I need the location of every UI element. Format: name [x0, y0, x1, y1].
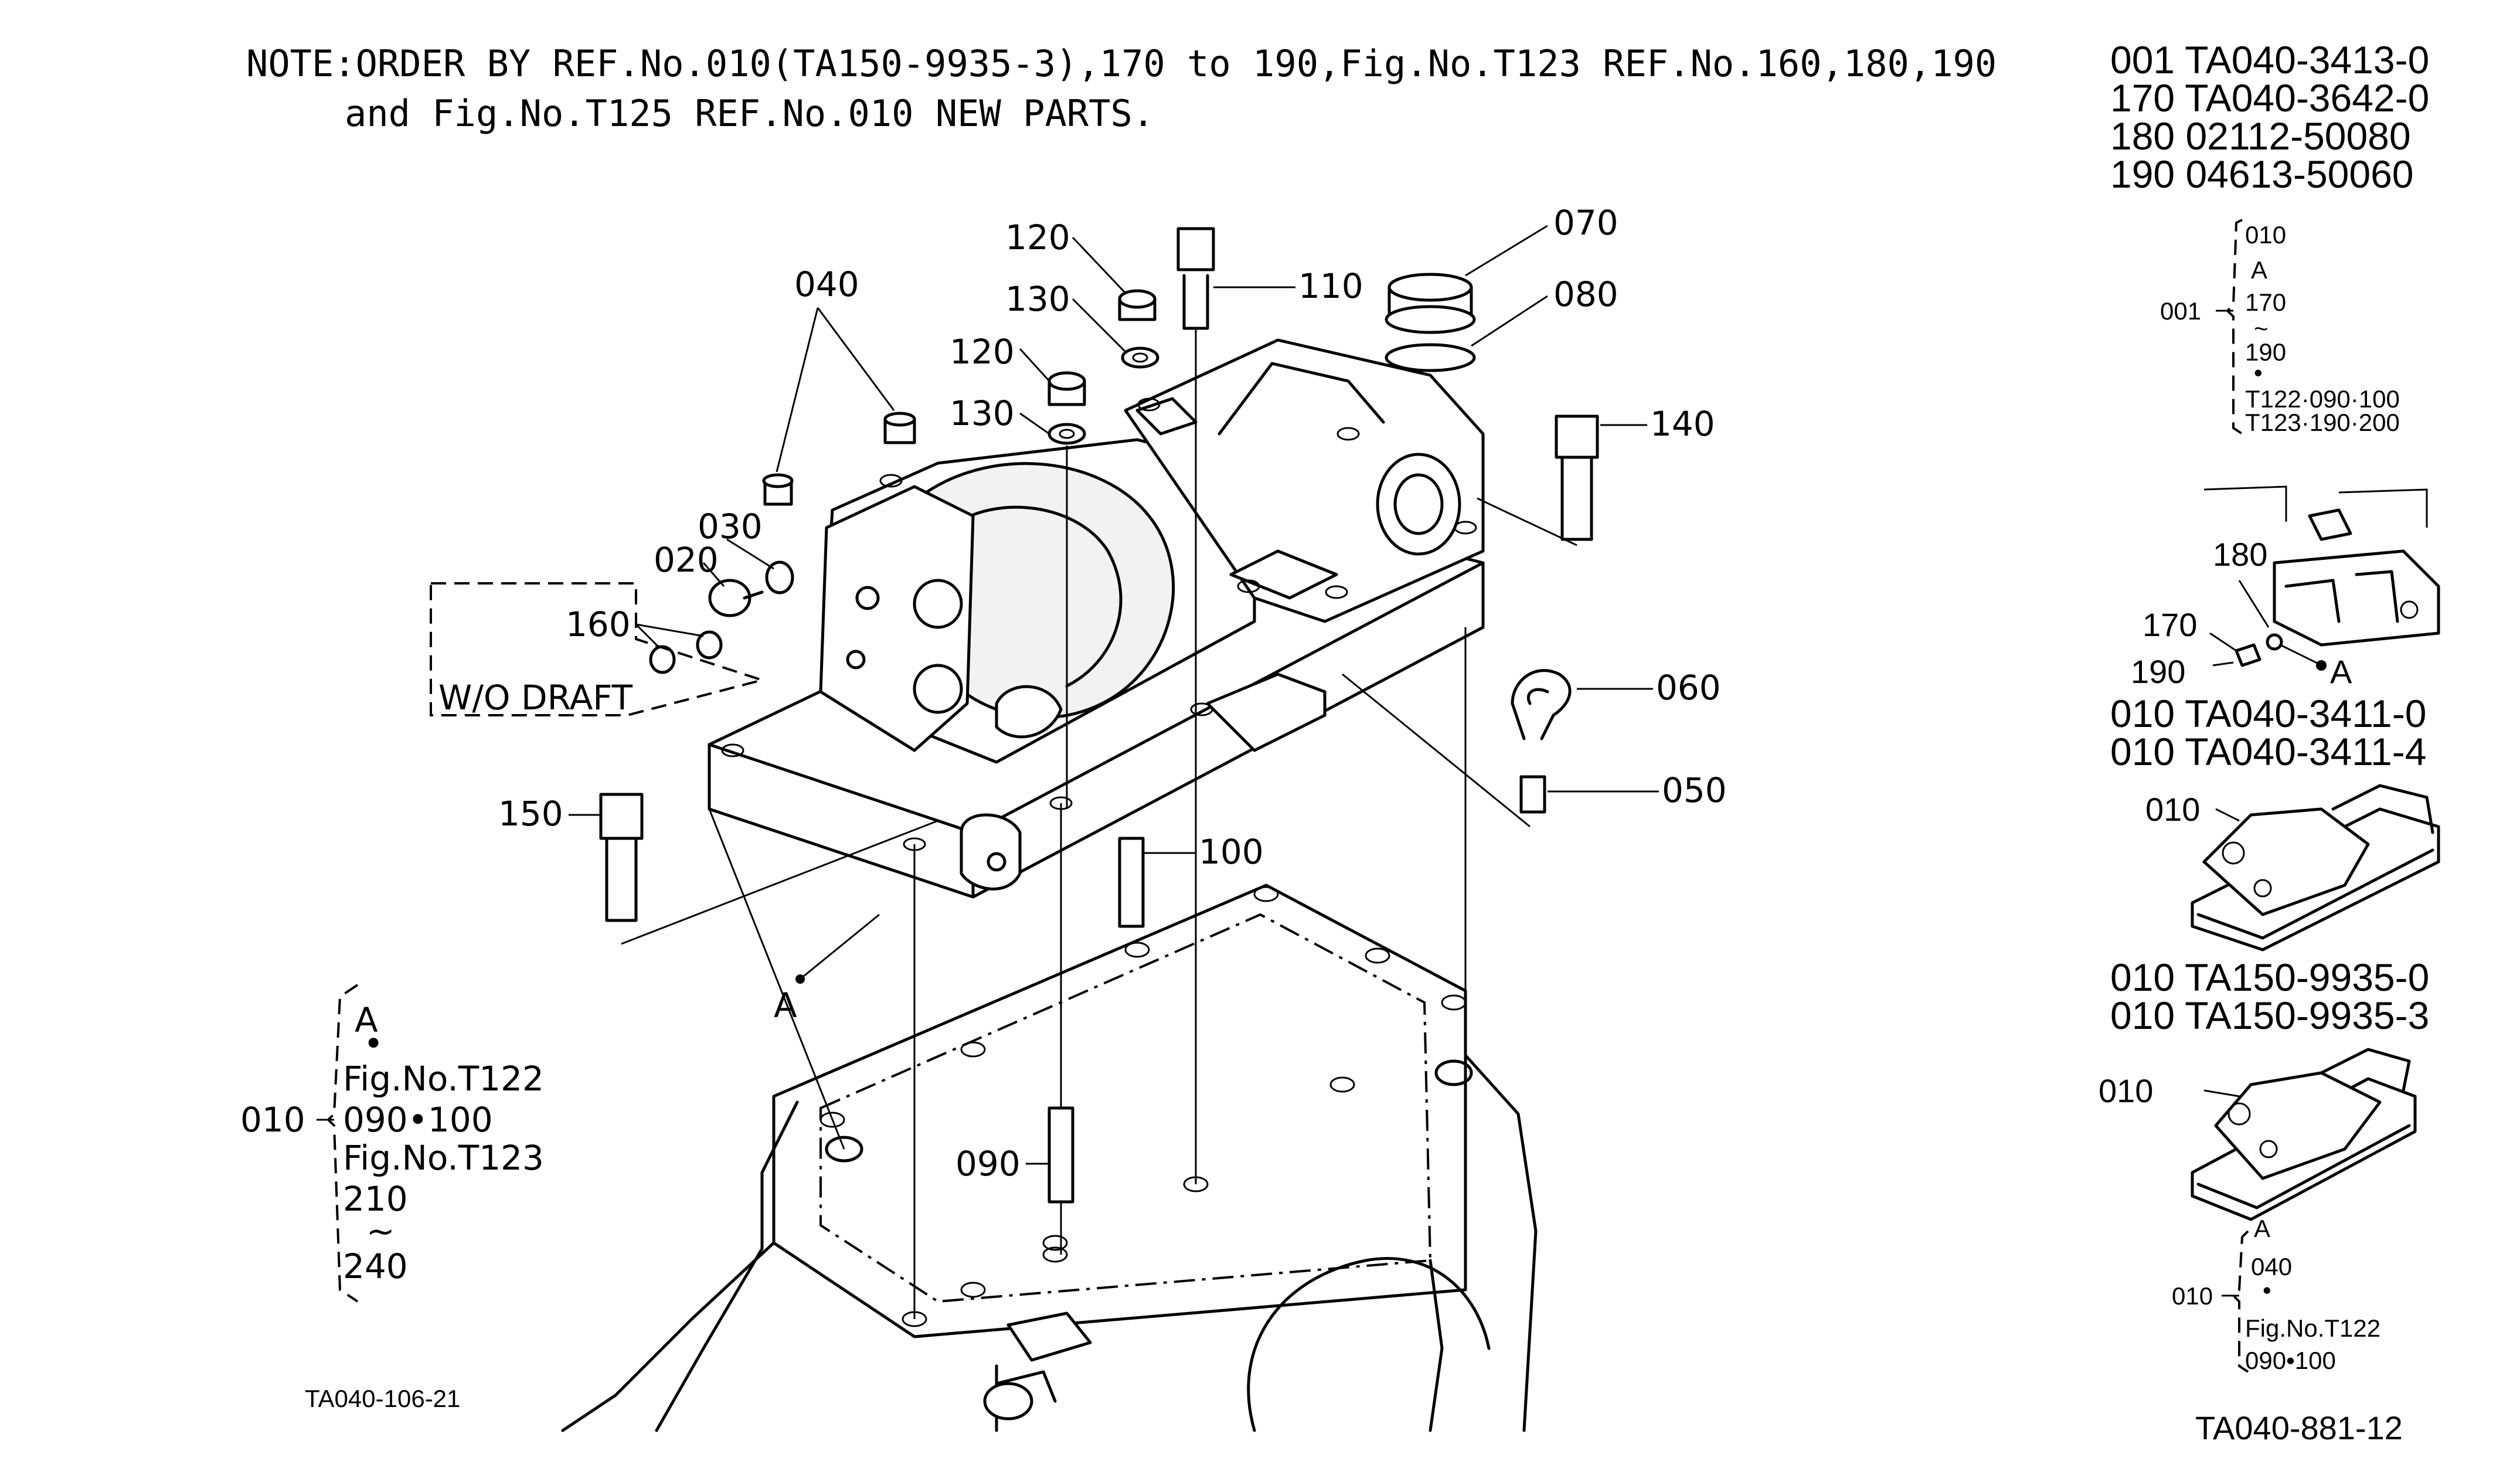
inset-callout-A: A	[2330, 653, 2352, 690]
left-bracket-010: 010 A • Fig.No.T122 090•100 Fig.No.T123 …	[240, 984, 544, 1303]
inset3-callout-010: 010	[2099, 1072, 2153, 1109]
bracket-line: 010	[2245, 221, 2286, 249]
callout-150: 150	[498, 794, 563, 834]
bracket-line: T123·190·200	[2245, 409, 2400, 436]
nut-120-upper	[1118, 289, 1157, 321]
bolt-110	[1176, 227, 1215, 1178]
callout-040: 040	[794, 264, 859, 304]
note-line-1: NOTE:ORDER BY REF.No.010(TA150-9935-3),1…	[246, 42, 1997, 85]
callout-120-b: 120	[950, 332, 1015, 372]
callout-labels: 120 130 110 070 080 040 120 130 140 030 …	[438, 203, 1727, 1184]
part-number: 170 TA040-3642-0	[2110, 76, 2429, 120]
hydraulic-cylinder-case	[708, 338, 1485, 899]
part-number: 010 TA040-3411-0	[2110, 692, 2426, 735]
callout-030: 030	[698, 507, 763, 546]
bracket-line: 170	[2245, 288, 2286, 316]
bolt-150	[599, 793, 644, 922]
callout-140: 140	[1650, 404, 1715, 444]
plugs-160	[649, 630, 723, 674]
bracket-line: A	[2254, 1215, 2270, 1242]
diagram-code: TA040-106-21	[305, 1385, 460, 1412]
bolt-140	[1477, 414, 1599, 546]
hose-060	[1511, 669, 1572, 717]
washer-130-upper	[1121, 346, 1159, 369]
callout-A: A	[774, 986, 797, 1025]
part-number: 010 TA150-9935-0	[2110, 956, 2429, 999]
callout-160: 160	[566, 604, 631, 644]
bracket-line: 040	[2251, 1253, 2292, 1280]
bracket-line: ~	[366, 1211, 395, 1251]
callout-120: 120	[1005, 218, 1070, 257]
bracket-line: T122·090·100	[2245, 385, 2400, 413]
right-panel: 001 TA040-3413-0 170 TA040-3642-0 180 02…	[2099, 38, 2440, 1446]
figure-code: TA040-881-12	[2195, 1409, 2403, 1446]
bracket-line: 210	[343, 1179, 408, 1219]
callout-050: 050	[1662, 770, 1727, 810]
inset-case-b	[2191, 1048, 2417, 1221]
bracket-line: Fig.No.T122	[343, 1059, 544, 1099]
bracket-line: •	[2254, 359, 2263, 386]
inset-case-a	[2191, 784, 2440, 952]
stud-090	[1048, 1106, 1074, 1204]
wo-draft-label: W/O DRAFT	[438, 678, 633, 718]
bracket-ref-001: 001	[2160, 297, 2201, 325]
callout-110: 110	[1298, 266, 1363, 306]
callout-080: 080	[1553, 274, 1618, 314]
inset-callout-190: 190	[2131, 653, 2185, 690]
transmission-case	[561, 883, 1538, 1432]
wo-draft-box	[430, 582, 767, 716]
part-number: 010 TA040-3411-4	[2110, 730, 2426, 773]
anchor-dot	[795, 974, 805, 984]
bracket-line: 090•100	[2245, 1347, 2336, 1374]
nut-120-lower	[1048, 371, 1086, 406]
part-number: 001 TA040-3413-0	[2110, 38, 2429, 81]
bracket-line: Fig.No.T123	[343, 1138, 544, 1178]
callout-130: 130	[1005, 279, 1070, 319]
callout-020: 020	[654, 540, 719, 580]
washer-030	[765, 560, 794, 594]
callout-070: 070	[1553, 203, 1618, 243]
bracket-ref-010: 010	[2172, 1282, 2213, 1310]
callout-090: 090	[955, 1144, 1021, 1184]
bracket-line: 190	[2245, 338, 2286, 366]
plug-020	[708, 579, 764, 617]
plug-040	[762, 412, 916, 506]
inset-valve-detail	[2203, 485, 2440, 671]
bracket-line: Fig.No.T122	[2245, 1314, 2380, 1342]
washer-130-lower	[1048, 423, 1086, 445]
bracket-line: ~	[2254, 315, 2269, 342]
callout-060: 060	[1656, 668, 1721, 708]
bracket-line: A	[2251, 256, 2267, 284]
fitting-050	[1519, 775, 1546, 814]
bracket-ref-010: 010	[240, 1100, 305, 1140]
callout-leaders	[569, 225, 1659, 1165]
stud-100	[1118, 837, 1145, 928]
inset2-callout-010: 010	[2145, 791, 2200, 828]
note-line-2: and Fig.No.T125 REF.No.010 NEW PARTS.	[345, 92, 1154, 135]
part-number: 010 TA150-9935-3	[2110, 994, 2429, 1037]
inset-callout-180: 180	[2213, 536, 2267, 573]
bracket-line: •	[2263, 1276, 2271, 1304]
callout-100: 100	[1199, 832, 1264, 872]
o-ring-080	[1385, 343, 1476, 372]
bracket-line: 090•100	[343, 1100, 493, 1140]
bracket-line: •	[363, 1024, 383, 1063]
callout-130-b: 130	[950, 393, 1015, 433]
bracket-line: 240	[343, 1246, 408, 1286]
inset-callout-170: 170	[2142, 606, 2197, 643]
part-number: 190 04613-50060	[2110, 152, 2414, 196]
bracket-line: A	[355, 1000, 378, 1040]
part-number: 180 02112-50080	[2110, 114, 2411, 158]
filler-cap-070	[1385, 273, 1476, 334]
